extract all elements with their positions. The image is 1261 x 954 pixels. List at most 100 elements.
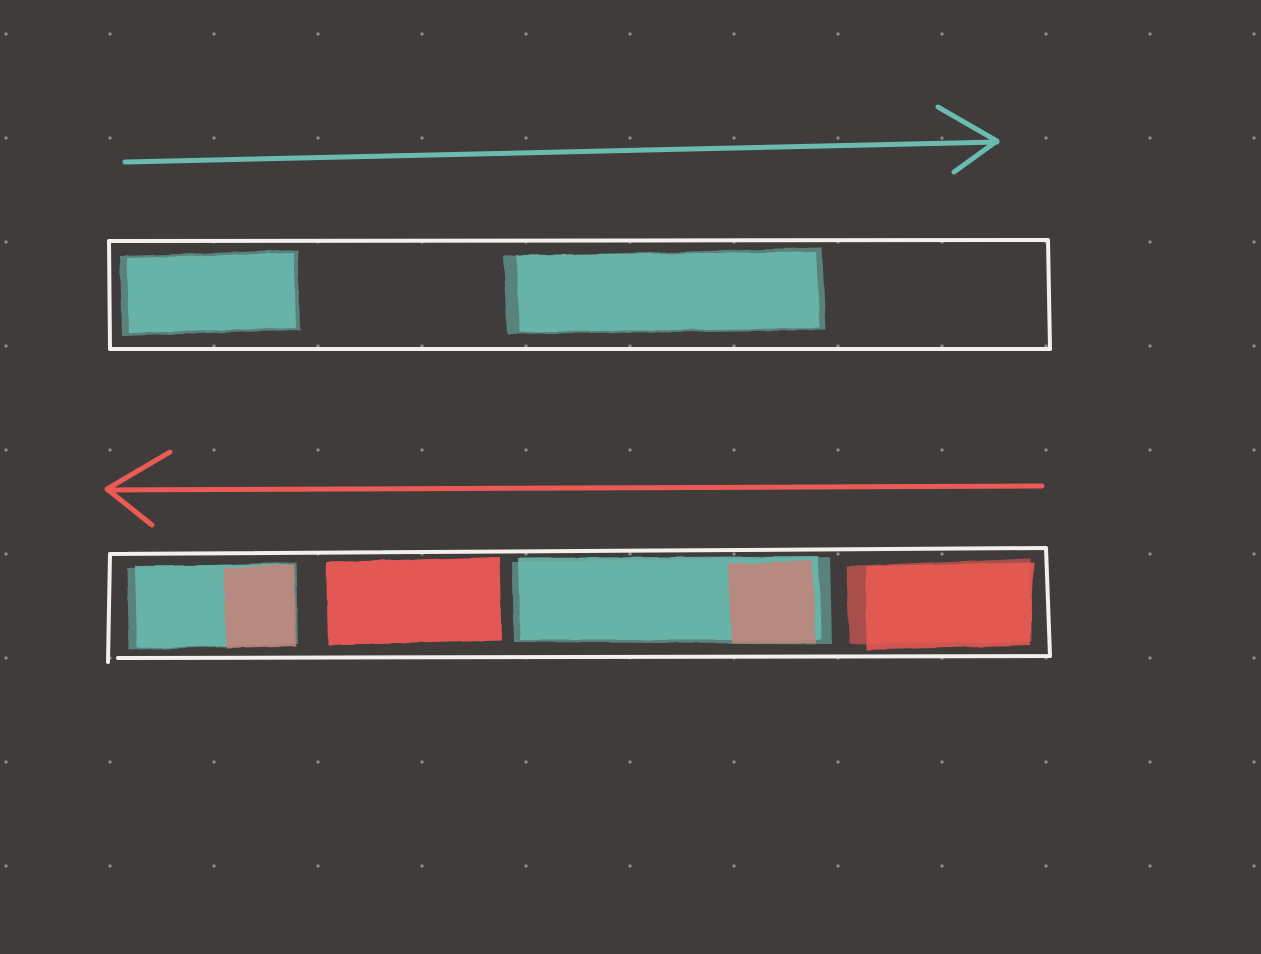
grid-dot — [420, 344, 424, 348]
backward-arrow — [104, 449, 1045, 528]
grid-dot — [108, 32, 112, 36]
grid-dot — [316, 344, 320, 348]
grid-dot — [4, 136, 8, 140]
grid-dot — [732, 448, 736, 452]
grid-dot — [940, 136, 944, 140]
grid-dot — [420, 136, 424, 140]
grid-dot — [4, 864, 8, 868]
grid-dot — [628, 448, 632, 452]
grid-dot — [628, 760, 632, 764]
grid-dot — [1148, 760, 1152, 764]
backward-arrow-shaft — [105, 483, 1045, 493]
grid-dot — [1148, 32, 1152, 36]
grid-dot — [316, 32, 320, 36]
grid-dot — [1148, 136, 1152, 140]
grid-dot — [4, 344, 8, 348]
grid-dot — [524, 864, 528, 868]
grid-dot — [940, 344, 944, 348]
grid-dot — [1044, 32, 1048, 36]
grid-dot — [316, 136, 320, 140]
grid-dot — [524, 32, 528, 36]
grid-dot — [420, 448, 424, 452]
grid-dot — [940, 864, 944, 868]
grid-dot — [940, 32, 944, 36]
grid-dot — [940, 552, 944, 556]
grid-dot — [732, 552, 736, 556]
grid-dot — [316, 448, 320, 452]
grid-dot — [1148, 344, 1152, 348]
grid-dot — [524, 136, 528, 140]
grid-dot — [4, 760, 8, 764]
forward-arrow-shaft — [122, 139, 1000, 165]
grid-dot — [1044, 136, 1048, 140]
track-2-segment-1 — [127, 562, 298, 650]
track-2-segment-4 — [846, 558, 1034, 650]
grid-dot — [1252, 136, 1256, 140]
grid-dot — [1252, 864, 1256, 868]
track-1-segment-2 — [503, 248, 826, 334]
grid-dot — [836, 32, 840, 36]
track-2-segment-3 — [512, 556, 832, 644]
grid-dot — [1148, 240, 1152, 244]
grid-dot — [628, 32, 632, 36]
grid-dot — [1044, 864, 1048, 868]
grid-dot — [1252, 552, 1256, 556]
grid-dot — [1044, 344, 1048, 348]
grid-dot — [212, 344, 216, 348]
grid-dot — [4, 656, 8, 660]
grid-dot — [628, 344, 632, 348]
grid-dot — [212, 32, 216, 36]
grid-dot — [212, 760, 216, 764]
grid-dot — [836, 344, 840, 348]
grid-dot — [212, 136, 216, 140]
track-2-segment-2 — [326, 557, 502, 645]
grid-dot — [316, 864, 320, 868]
forward-arrow-head — [935, 104, 1000, 175]
grid-dot — [1044, 760, 1048, 764]
track-2-segment-3-overlap — [728, 560, 816, 643]
grid-dot — [108, 864, 112, 868]
grid-dot — [1044, 448, 1048, 452]
grid-dot — [628, 864, 632, 868]
track-1-segment-1 — [120, 250, 300, 336]
grid-dot — [732, 32, 736, 36]
grid-dot — [628, 136, 632, 140]
grid-dot — [940, 760, 944, 764]
grid-dot — [4, 32, 8, 36]
grid-dot — [420, 864, 424, 868]
grid-dot — [1148, 864, 1152, 868]
grid-dot — [836, 448, 840, 452]
grid-dot — [108, 448, 112, 452]
grid-dot — [1252, 240, 1256, 244]
grid-dot — [1148, 656, 1152, 660]
grid-dot — [1252, 656, 1256, 660]
grid-dot — [1252, 344, 1256, 348]
grid-dot — [628, 552, 632, 556]
grid-dot — [732, 760, 736, 764]
grid-dot — [940, 448, 944, 452]
grid-dot — [4, 240, 8, 244]
grid-dot — [1148, 448, 1152, 452]
grid-dot — [1252, 32, 1256, 36]
grid-dot — [212, 864, 216, 868]
forward-arrow — [122, 104, 1000, 175]
grid-dot — [732, 344, 736, 348]
grid-dot — [108, 136, 112, 140]
grid-dot — [732, 864, 736, 868]
grid-dot — [836, 552, 840, 556]
grid-dot — [316, 760, 320, 764]
grid-dot — [108, 760, 112, 764]
grid-dot — [1252, 760, 1256, 764]
track-1-outline — [107, 238, 1052, 351]
grid-dot — [836, 760, 840, 764]
grid-dot — [524, 448, 528, 452]
track-2-segment-1-overlap — [224, 564, 296, 648]
grid-dot — [732, 136, 736, 140]
backward-arrow-head — [104, 449, 173, 528]
track-1 — [107, 238, 1052, 351]
grid-dot — [4, 552, 8, 556]
grid-dot — [524, 344, 528, 348]
grid-dot — [420, 760, 424, 764]
